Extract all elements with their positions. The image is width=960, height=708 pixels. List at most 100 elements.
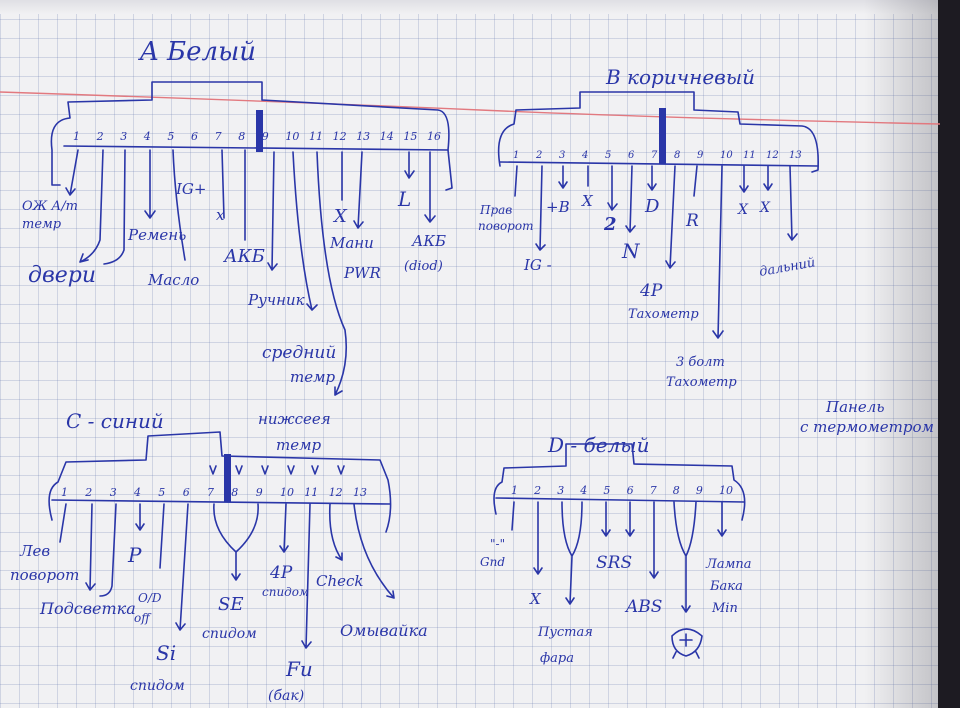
connector-d-housing: [493, 443, 746, 521]
wire-c5: [159, 503, 165, 569]
wire-c6: [175, 503, 189, 631]
pin-number-d-7: 7: [650, 484, 657, 497]
pin-number-a-10: 10: [285, 130, 299, 143]
pin-number-b-4: 4: [581, 150, 588, 161]
label-b5: 2: [603, 214, 617, 235]
wire-d1: [511, 501, 515, 531]
label-c6: Si: [156, 641, 176, 665]
wire-a16: [424, 151, 436, 223]
margin-line: [0, 91, 941, 125]
pin-number-a-6: 6: [191, 130, 198, 143]
pin-number-d-1: 1: [511, 484, 518, 497]
pin-number-c-11: 11: [304, 486, 318, 499]
wire-a1: [65, 149, 79, 196]
pin-number-d-6: 6: [627, 484, 634, 497]
label-d10b: Бака: [709, 579, 743, 594]
label-a11b: темр: [276, 436, 322, 454]
wire-d5: [601, 501, 611, 537]
label-c10b: спидом: [262, 585, 309, 599]
connector-c-housing: [48, 431, 392, 533]
label-d1: "-": [490, 537, 505, 551]
wire-c4: [135, 503, 145, 531]
wire-c11: [301, 503, 312, 649]
note-line2: с термометром: [800, 418, 934, 436]
wire-b1: [514, 165, 518, 197]
lamp-icon: [671, 628, 703, 659]
label-c13: Омывайка: [340, 621, 428, 640]
label-d1b: Gnd: [480, 555, 505, 569]
wire-c2: [85, 503, 96, 591]
wire-b2: [535, 165, 546, 251]
label-a1: ОЖ А/т: [22, 199, 78, 214]
connector-d-rail: [495, 497, 745, 503]
label-d3: Пустая: [537, 625, 593, 640]
wire-a13: [353, 151, 364, 229]
pin-number-a-12: 12: [333, 130, 347, 143]
wire-b5: [607, 165, 618, 211]
pin-number-b-8: 8: [674, 150, 680, 161]
wire-c10: [279, 503, 289, 553]
pin-number-c-1: 1: [61, 486, 68, 499]
pin-number-b-3: 3: [559, 150, 565, 161]
pin-number-a-4: 4: [143, 130, 151, 143]
label-b8b: Тахометр: [628, 307, 699, 322]
note-line1: Панель: [825, 398, 885, 416]
label-c8: SE: [218, 594, 243, 615]
connector-a-key: [256, 110, 263, 152]
label-a16b: (diod): [404, 259, 443, 274]
page-top-edge: [0, 0, 960, 14]
label-d5: SRS: [596, 553, 632, 573]
label-b4: X: [581, 192, 594, 210]
pin-number-b-7: 7: [651, 150, 658, 161]
label-a10b: темр: [290, 368, 336, 386]
label-c5: O/D: [138, 591, 162, 605]
label-a11: нижсеея: [258, 410, 331, 428]
wire-b13: [787, 165, 798, 241]
wire-d6: [625, 501, 635, 537]
label-d10c: Min: [711, 601, 738, 616]
wire-a11: [316, 151, 348, 396]
label-b2: IG -: [523, 256, 552, 274]
label-c11: Fu: [285, 657, 313, 681]
pin-number-d-2: 2: [533, 484, 541, 497]
label-c11b: (бак): [268, 688, 304, 704]
pin-number-d-10: 10: [719, 484, 733, 497]
pin-number-c-5: 5: [158, 486, 165, 499]
pin-number-a-2: 2: [96, 130, 104, 143]
pin-number-b-10: 10: [720, 150, 733, 161]
connector-d-title: D - белый: [547, 433, 649, 457]
wire-b8: [665, 165, 676, 269]
label-b6: N: [621, 239, 641, 263]
page-dark-edge: [938, 0, 960, 708]
label-b8: 4P: [639, 281, 663, 301]
label-b1b: поворот: [478, 219, 533, 233]
pin-number-c-13: 13: [353, 486, 367, 499]
connector-c-title: C - синий: [66, 409, 164, 433]
label-c6b: спидом: [130, 678, 185, 694]
label-b1: Прав: [479, 203, 512, 217]
wire-d8-9: [673, 501, 697, 613]
wire-c12: [328, 503, 343, 561]
wire-d10: [717, 501, 727, 537]
pin-number-d-9: 9: [696, 484, 703, 497]
c-tick-marks: [209, 465, 345, 475]
label-a13: PWR: [343, 264, 381, 282]
label-c5b: off: [134, 611, 152, 625]
label-a1b: темр: [22, 217, 62, 232]
pin-number-c-7: 7: [207, 486, 214, 499]
wire-b12: [763, 165, 773, 191]
label-d10: Лампа: [705, 557, 752, 572]
wire-d7: [649, 501, 659, 579]
pin-number-b-11: 11: [743, 150, 756, 161]
wire-a7: [221, 149, 225, 219]
pin-number-b-2: 2: [535, 150, 542, 161]
pin-number-c-2: 2: [84, 486, 92, 499]
pin-number-b-12: 12: [766, 150, 779, 161]
connector-b-title: B коричневый: [605, 65, 755, 89]
wire-a14: [404, 151, 415, 179]
pin-number-a-11: 11: [309, 130, 323, 143]
wire-a10: [292, 151, 318, 311]
